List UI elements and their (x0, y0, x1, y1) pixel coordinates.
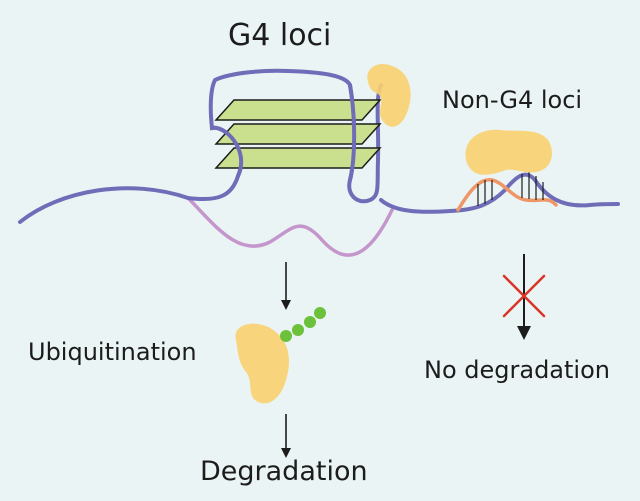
arrow-to-ubiquitination (281, 262, 291, 310)
base-pair-rungs (477, 172, 544, 206)
protein-g4-bound (367, 63, 411, 127)
ubiquitin-chain (280, 307, 326, 342)
ubiquitination-label: Ubiquitination (28, 338, 197, 366)
dna-strand-right (379, 172, 620, 214)
rna-strand (456, 178, 558, 212)
g-quartet-top (214, 99, 382, 121)
dna-strand-front-right (348, 83, 357, 182)
dna-strand-front-left (210, 125, 244, 178)
block-cross (502, 274, 546, 318)
protein-non-g4 (465, 129, 552, 175)
no-degradation-label: No degradation (424, 356, 610, 384)
non-g4-loci-label: Non-G4 loci (442, 86, 583, 114)
g-quartet-middle (214, 123, 382, 145)
protein-ubiquitinated (235, 323, 290, 404)
complement-strand (186, 196, 394, 257)
g-quartet-bottom (214, 147, 382, 169)
arrow-blocked (517, 254, 531, 340)
degradation-label: Degradation (200, 456, 368, 487)
arrow-to-degradation (281, 414, 291, 458)
g4-loci-label: G4 loci (228, 18, 332, 53)
dna-strand (18, 68, 383, 224)
